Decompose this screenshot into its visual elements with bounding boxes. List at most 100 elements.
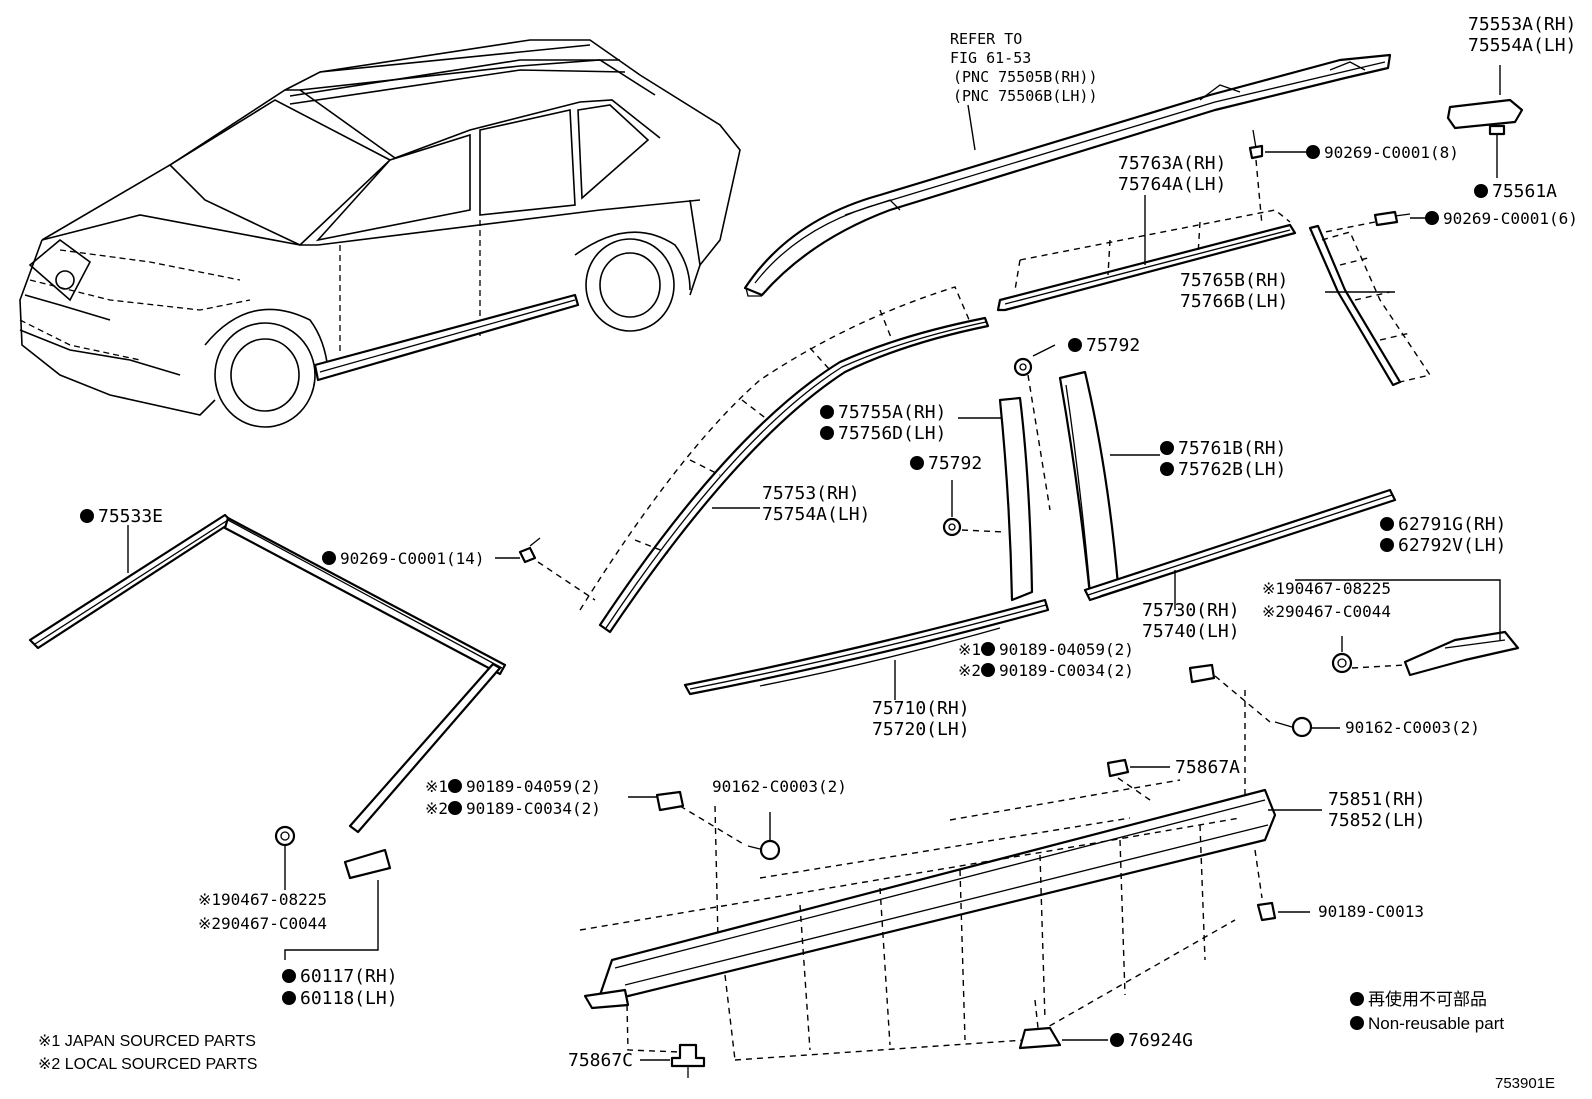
label-62792V: 62792V(LH) bbox=[1380, 535, 1506, 556]
label-75763A: 75763A(RH) bbox=[1118, 153, 1227, 174]
non-reusable-dot-icon bbox=[910, 456, 924, 470]
refer-note-line2: FIG 61-53 bbox=[950, 49, 1032, 67]
non-reusable-dot-icon bbox=[282, 991, 296, 1005]
label-75754A: 75754A(LH) bbox=[762, 504, 871, 525]
label-90467-C0044-right: ※290467-C0044 bbox=[1262, 602, 1391, 621]
label-75867A: 75867A bbox=[1175, 757, 1241, 778]
pillar-garnish-75761B bbox=[1058, 370, 1160, 597]
non-reusable-dot-icon bbox=[1110, 1033, 1124, 1047]
label-75766B: 75766B(LH) bbox=[1180, 291, 1289, 312]
screw-90162-lower bbox=[747, 812, 781, 861]
non-reusable-dot-icon bbox=[1160, 441, 1174, 455]
clip-90189-C0013 bbox=[1256, 901, 1310, 922]
non-reusable-dot-icon bbox=[1380, 517, 1394, 531]
clip-75867C bbox=[626, 1004, 706, 1078]
non-reusable-dot-icon bbox=[1350, 992, 1364, 1006]
roof-rail bbox=[743, 53, 1392, 297]
non-reusable-dot-icon bbox=[820, 405, 834, 419]
non-reusable-dot-icon bbox=[448, 801, 463, 815]
label-75867C: 75867C bbox=[568, 1050, 634, 1071]
windshield-moulding-75533E bbox=[28, 513, 507, 834]
label-90162-C0003-lower: 90162-C0003(2) bbox=[712, 777, 847, 796]
clip-90189-lower bbox=[628, 790, 746, 941]
label-60118: 60118(LH) bbox=[282, 988, 398, 1009]
legend-non-reusable-jp: 再使用不可部品 bbox=[1350, 988, 1487, 1012]
clip-75867A bbox=[1106, 758, 1170, 801]
label-76924G: 76924G bbox=[1110, 1030, 1193, 1051]
roof-end-cover-75553A bbox=[1446, 65, 1524, 178]
clip-90189-upper bbox=[1188, 663, 1271, 800]
quarter-moulding-75765B bbox=[1308, 224, 1432, 387]
label-75554A: 75554A(LH) bbox=[1468, 35, 1577, 56]
figure-id: 753901E bbox=[1495, 1075, 1556, 1092]
label-90269-6: 90269-C0001(6) bbox=[1425, 209, 1578, 228]
label-75533E: 75533E bbox=[80, 506, 163, 527]
non-reusable-dot-icon bbox=[1068, 338, 1082, 352]
rocker-moulding-75851 bbox=[579, 779, 1322, 1061]
label-75852: 75852(LH) bbox=[1328, 810, 1426, 831]
refer-note-line3: (PNC 75505B(RH)) bbox=[953, 68, 1098, 86]
label-90467-08225-left: ※190467-08225 bbox=[198, 890, 327, 909]
label-75753: 75753(RH) bbox=[762, 483, 860, 504]
non-reusable-dot-icon bbox=[1160, 462, 1174, 476]
clip-90269-6 bbox=[1309, 210, 1428, 236]
non-reusable-dot-icon bbox=[1306, 145, 1320, 159]
label-75792-lower: 75792 bbox=[910, 453, 982, 474]
label-75762B: 75762B(LH) bbox=[1160, 459, 1286, 480]
label-60117: 60117(RH) bbox=[282, 966, 398, 987]
label-90269-8: 90269-C0001(8) bbox=[1306, 143, 1459, 162]
non-reusable-dot-icon bbox=[80, 509, 94, 523]
clip-75792-upper bbox=[1013, 344, 1056, 511]
label-62791G: 62791G(RH) bbox=[1380, 514, 1506, 535]
label-75720: 75720(LH) bbox=[872, 719, 970, 740]
vehicle-illustration bbox=[19, 39, 741, 428]
label-75792-upper: 75792 bbox=[1068, 335, 1140, 356]
label-75765B: 75765B(RH) bbox=[1180, 270, 1289, 291]
non-reusable-dot-icon bbox=[981, 642, 996, 656]
label-90467-08225-right: ※190467-08225 bbox=[1262, 579, 1391, 598]
belt-moulding-75730 bbox=[1083, 488, 1397, 610]
refer-note-line4: (PNC 75506B(LH)) bbox=[953, 87, 1098, 105]
non-reusable-dot-icon bbox=[1425, 211, 1439, 225]
clip-75792-lower bbox=[942, 480, 1006, 537]
label-90189-C0013: 90189-C0013 bbox=[1318, 902, 1424, 921]
label-75730: 75730(RH) bbox=[1142, 600, 1240, 621]
label-75756D: 75756D(LH) bbox=[820, 423, 946, 444]
non-reusable-dot-icon bbox=[448, 779, 463, 793]
refer-note-line1: REFER TO bbox=[950, 30, 1023, 48]
belt-moulding-75710 bbox=[683, 598, 1050, 700]
protector-62791G bbox=[1295, 579, 1520, 677]
non-reusable-dot-icon bbox=[1474, 184, 1488, 198]
label-75561A: 75561A bbox=[1474, 181, 1557, 202]
label-75851: 75851(RH) bbox=[1328, 789, 1426, 810]
clip-90269-14 bbox=[495, 537, 596, 601]
clip-76924G bbox=[1018, 999, 1108, 1050]
clip-90269-8 bbox=[1248, 129, 1310, 226]
screw-90162-upper bbox=[1274, 716, 1340, 738]
non-reusable-dot-icon bbox=[981, 663, 996, 677]
protector-60117 bbox=[284, 848, 392, 960]
non-reusable-dot-icon bbox=[1350, 1016, 1364, 1030]
legend-non-reusable-en: Non-reusable part bbox=[1350, 1012, 1504, 1036]
label-75710: 75710(RH) bbox=[872, 698, 970, 719]
roof-side-moulding-75753 bbox=[579, 286, 990, 634]
label-75755A: 75755A(RH) bbox=[820, 402, 946, 423]
label-75553A: 75553A(RH) bbox=[1468, 14, 1577, 35]
clip-90467-left bbox=[274, 825, 296, 890]
pillar-garnish-75755A bbox=[958, 396, 1034, 602]
label-90467-C0044-left: ※290467-C0044 bbox=[198, 914, 327, 933]
note-local-sourced: ※2 LOCAL SOURCED PARTS bbox=[38, 1056, 258, 1073]
label-75761B: 75761B(RH) bbox=[1160, 438, 1286, 459]
non-reusable-dot-icon bbox=[1380, 538, 1394, 552]
label-75740: 75740(LH) bbox=[1142, 621, 1240, 642]
non-reusable-dot-icon bbox=[820, 426, 834, 440]
roof-drip-moulding-75763A bbox=[996, 195, 1297, 312]
non-reusable-dot-icon bbox=[282, 969, 296, 983]
note-japan-sourced: ※1 JAPAN SOURCED PARTS bbox=[38, 1033, 256, 1050]
label-90269-14: 90269-C0001(14) bbox=[322, 549, 485, 568]
